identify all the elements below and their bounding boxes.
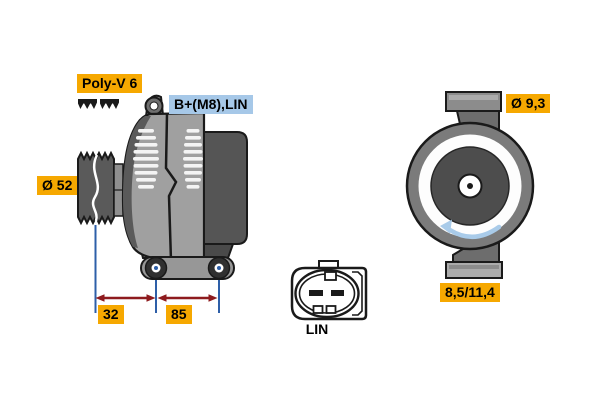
mount-hole-width-label: 8,5/11,4 — [440, 283, 500, 302]
pulley — [77, 150, 115, 226]
end-view-bottom-lug-cap — [445, 261, 503, 279]
poly-v-belt-profile-icon — [78, 99, 119, 109]
connector-oval-outer — [294, 268, 360, 319]
vent-slots-front — [133, 129, 159, 189]
connector-pin-left — [309, 290, 323, 296]
rotation-direction-arrow-icon — [440, 219, 502, 239]
rear-housing — [203, 131, 248, 245]
housing-parting-line — [164, 113, 178, 262]
end-view-bottom-lug-shade — [449, 265, 499, 269]
connector-type-label: LIN — [305, 321, 329, 337]
dimension-lines — [94, 225, 220, 313]
dimension-85-label: 85 — [166, 305, 192, 324]
end-view-shaft-center — [467, 183, 473, 189]
connector-view — [290, 260, 368, 321]
bracket-left-shade — [123, 116, 151, 248]
end-view-top-lug-highlight — [449, 95, 498, 100]
connector-key-bottom-right — [325, 305, 337, 314]
connector-key-top — [324, 271, 337, 281]
dimension-32-label: 32 — [98, 305, 124, 324]
rear-housing-step — [203, 243, 235, 259]
pulley-diameter-label: Ø 52 — [37, 176, 78, 195]
terminal-lug-hole-center — [149, 101, 159, 111]
alternator-side-view — [77, 94, 248, 313]
connector-key-bottom-left — [312, 305, 324, 314]
rear-hole-pin — [217, 266, 221, 270]
mount-hole-diameter-label: Ø 9,3 — [506, 94, 551, 113]
dimension-arrow-32 — [95, 294, 156, 302]
terminal-label: B+(M8),LIN — [169, 95, 253, 114]
dimension-arrow-85 — [157, 294, 218, 302]
vent-slots-rear — [183, 129, 203, 189]
connector-flange-line — [352, 271, 363, 316]
belt-type-label: Poly-V 6 — [77, 74, 143, 93]
alternator-end-view — [405, 91, 535, 279]
connector-pin-right — [331, 290, 344, 296]
end-view-top-lug-cap — [445, 91, 502, 112]
pulley-break-line — [91, 154, 100, 222]
front-hole-pin — [154, 266, 158, 270]
